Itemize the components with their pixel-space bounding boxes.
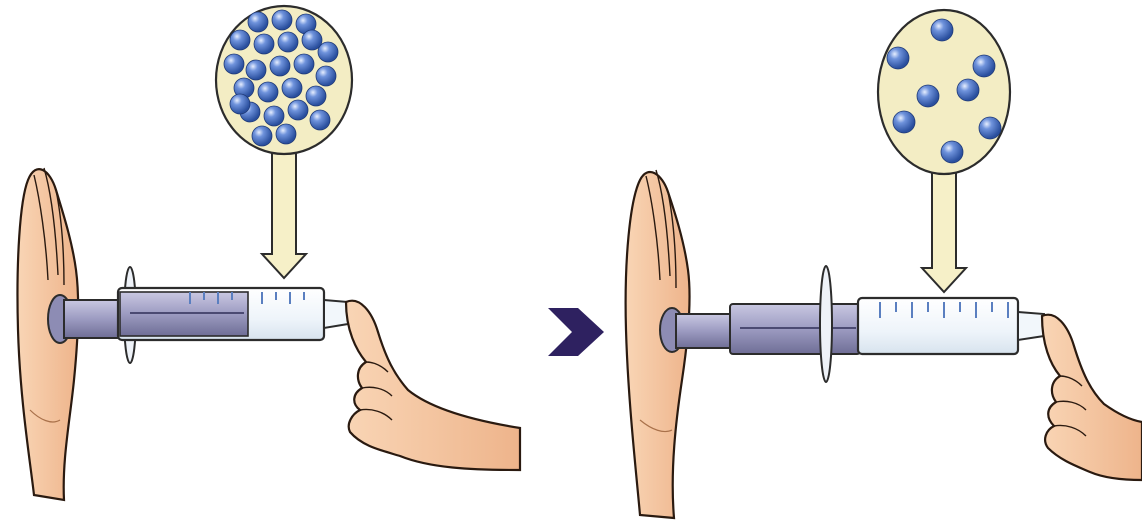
panel-compressed — [17, 6, 520, 500]
molecule-icon — [318, 42, 338, 62]
molecule-icon — [316, 66, 336, 86]
molecule-icon — [270, 56, 290, 76]
molecule-icon — [917, 85, 939, 107]
panel-expanded — [626, 10, 1142, 518]
molecule-icon — [282, 78, 302, 98]
molecule-icon — [278, 32, 298, 52]
arrow-icon — [548, 308, 604, 356]
molecule-icon — [306, 86, 326, 106]
molecule-icon — [288, 100, 308, 120]
molecule-icon — [254, 34, 274, 54]
molecule-icon — [230, 94, 250, 114]
hand-icon — [1042, 315, 1142, 480]
molecule-icon — [224, 54, 244, 74]
molecule-icon — [276, 124, 296, 144]
molecule-icon — [248, 12, 268, 32]
molecule-icon — [973, 55, 995, 77]
molecule-icon — [258, 82, 278, 102]
syringe-icon — [660, 266, 1044, 382]
molecule-icon — [931, 19, 953, 41]
molecule-icon — [246, 60, 266, 80]
molecule-icon — [957, 79, 979, 101]
molecule-icon — [272, 10, 292, 30]
molecule-icon — [264, 106, 284, 126]
syringe-icon — [48, 267, 348, 363]
molecule-icon — [310, 110, 330, 130]
molecule-icon — [887, 47, 909, 69]
molecule-icon — [252, 126, 272, 146]
molecule-icon — [230, 30, 250, 50]
molecule-icon — [941, 141, 963, 163]
molecule-icon — [893, 111, 915, 133]
molecule-icon — [294, 54, 314, 74]
molecule-icon — [979, 117, 1001, 139]
hand-icon — [346, 301, 520, 470]
